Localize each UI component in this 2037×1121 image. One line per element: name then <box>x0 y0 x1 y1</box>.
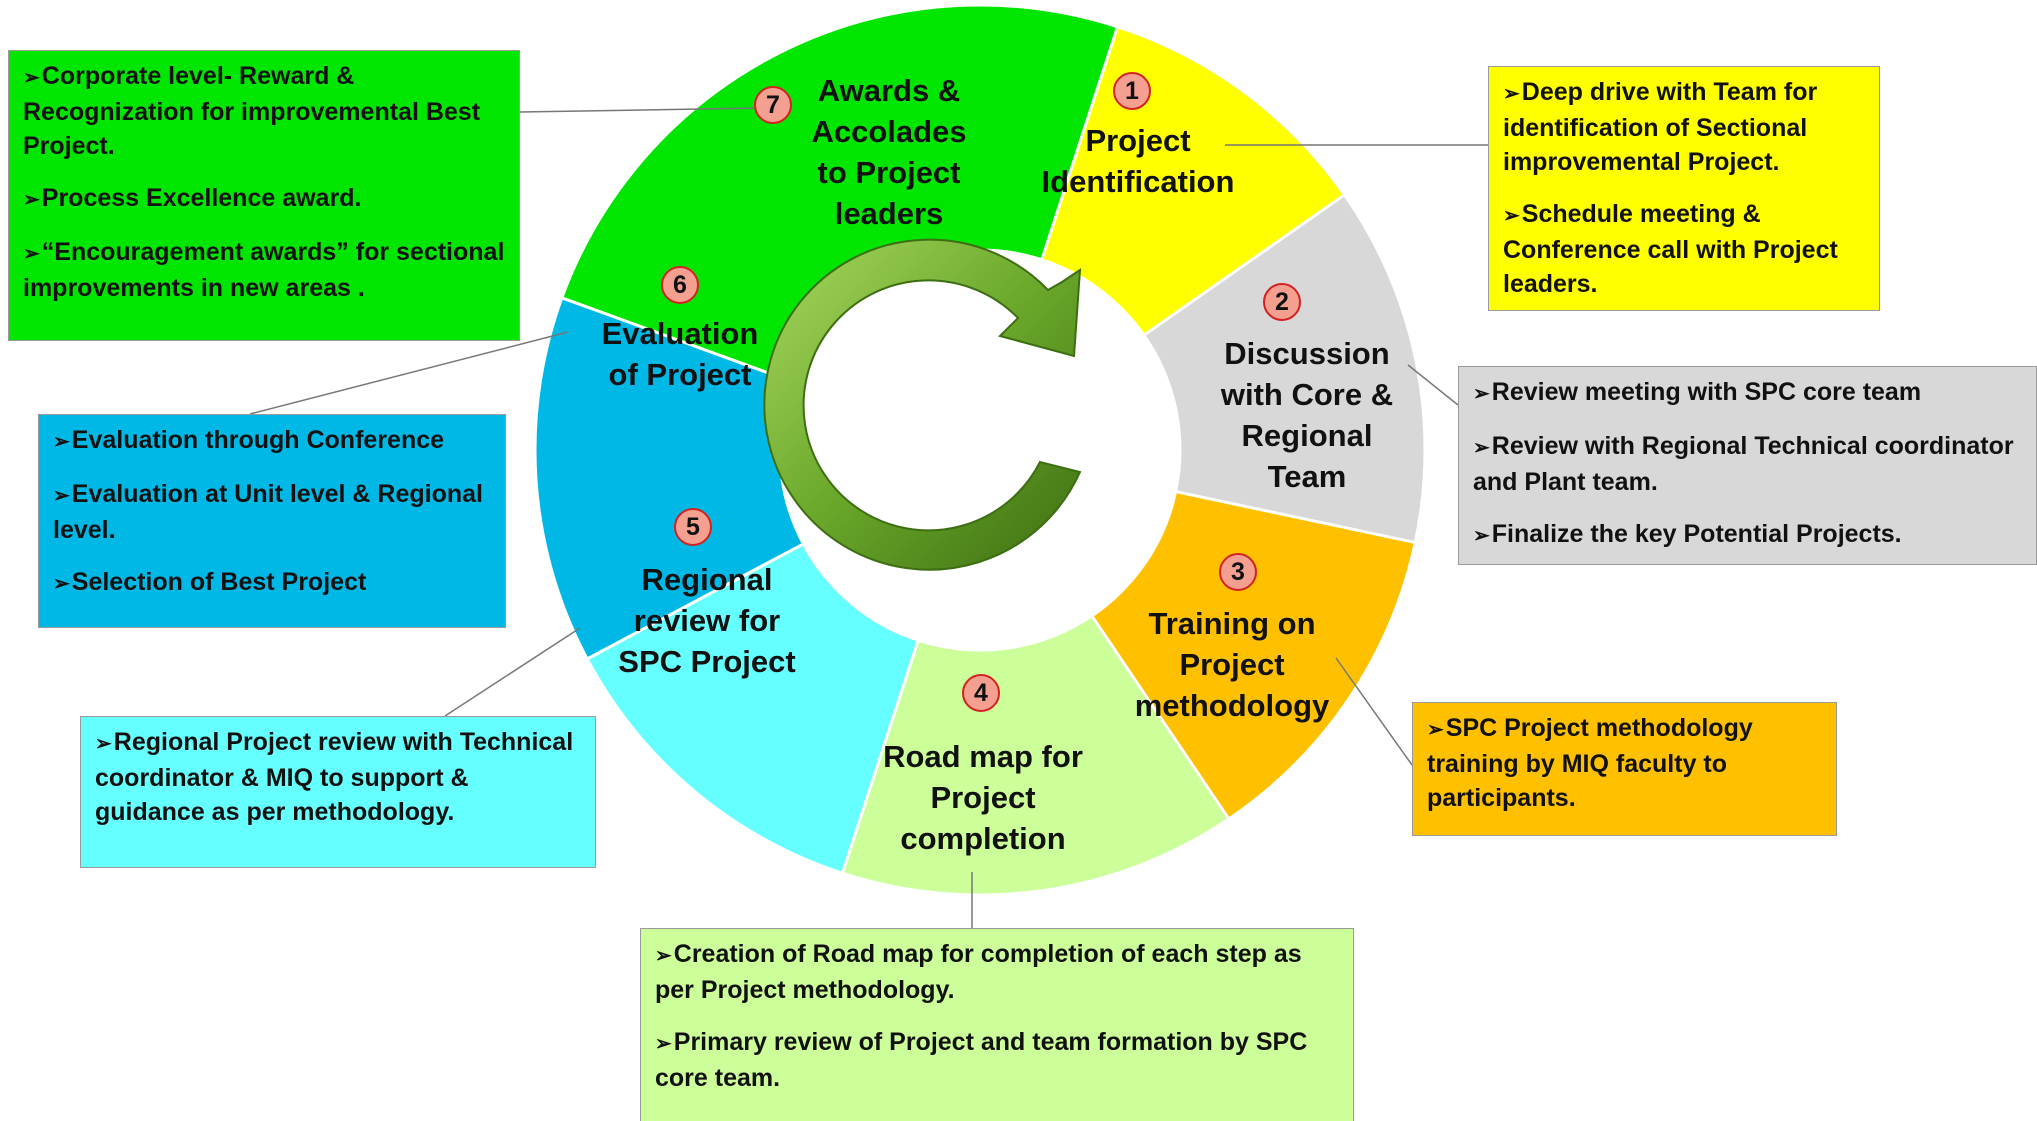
note-7-item-3: “Encouragement awards” for sectional imp… <box>23 235 505 305</box>
note-5-item-1: Regional Project review with Technical c… <box>95 725 581 829</box>
note-4-item-2: Primary review of Project and team forma… <box>655 1025 1339 1095</box>
note-step-1: Deep drive with Team for identification … <box>1488 66 1880 311</box>
step-4-number-badge: 4 <box>962 674 1000 712</box>
note-4-item-1: Creation of Road map for completion of e… <box>655 937 1339 1007</box>
step-2-number-badge: 2 <box>1263 283 1301 321</box>
note-7-item-1: Corporate level- Reward & Recognization … <box>23 59 505 163</box>
note-6-item-2: Evaluation at Unit level & Regional leve… <box>53 477 491 547</box>
note-2-item-2: Review with Regional Technical coordinat… <box>1473 429 2022 499</box>
note-7-item-2: Process Excellence award. <box>23 181 505 217</box>
note-6-item-3: Selection of Best Project <box>53 565 491 601</box>
connector-line-5 <box>444 627 581 717</box>
note-1-item-2: Schedule meeting & Conference call with … <box>1503 197 1865 301</box>
connector-line-6 <box>249 331 569 415</box>
note-2-item-1: Review meeting with SPC core team <box>1473 375 2022 411</box>
note-step-7: Corporate level- Reward & Recognization … <box>8 50 520 341</box>
circular-arrow-icon <box>763 238 1082 571</box>
step-1-number-badge: 1 <box>1113 72 1151 110</box>
note-step-2: Review meeting with SPC core team Review… <box>1458 366 2037 565</box>
connector-line-2 <box>1407 364 1459 406</box>
note-2-item-3: Finalize the key Potential Projects. <box>1473 517 2022 553</box>
note-step-4: Creation of Road map for completion of e… <box>640 928 1354 1121</box>
step-7-number-badge: 7 <box>754 86 792 124</box>
note-1-item-1: Deep drive with Team for identification … <box>1503 75 1865 179</box>
step-6-number-badge: 6 <box>661 266 699 304</box>
note-step-3: SPC Project methodology training by MIQ … <box>1412 702 1837 836</box>
step-5-number-badge: 5 <box>674 508 712 546</box>
connector-line-7 <box>519 107 761 113</box>
note-step-6: Evaluation through Conference Evaluation… <box>38 414 506 628</box>
note-6-item-1: Evaluation through Conference <box>53 423 491 459</box>
connector-line-3 <box>1335 657 1413 766</box>
step-3-number-badge: 3 <box>1219 553 1257 591</box>
note-step-5: Regional Project review with Technical c… <box>80 716 596 868</box>
note-3-item-1: SPC Project methodology training by MIQ … <box>1427 711 1822 815</box>
